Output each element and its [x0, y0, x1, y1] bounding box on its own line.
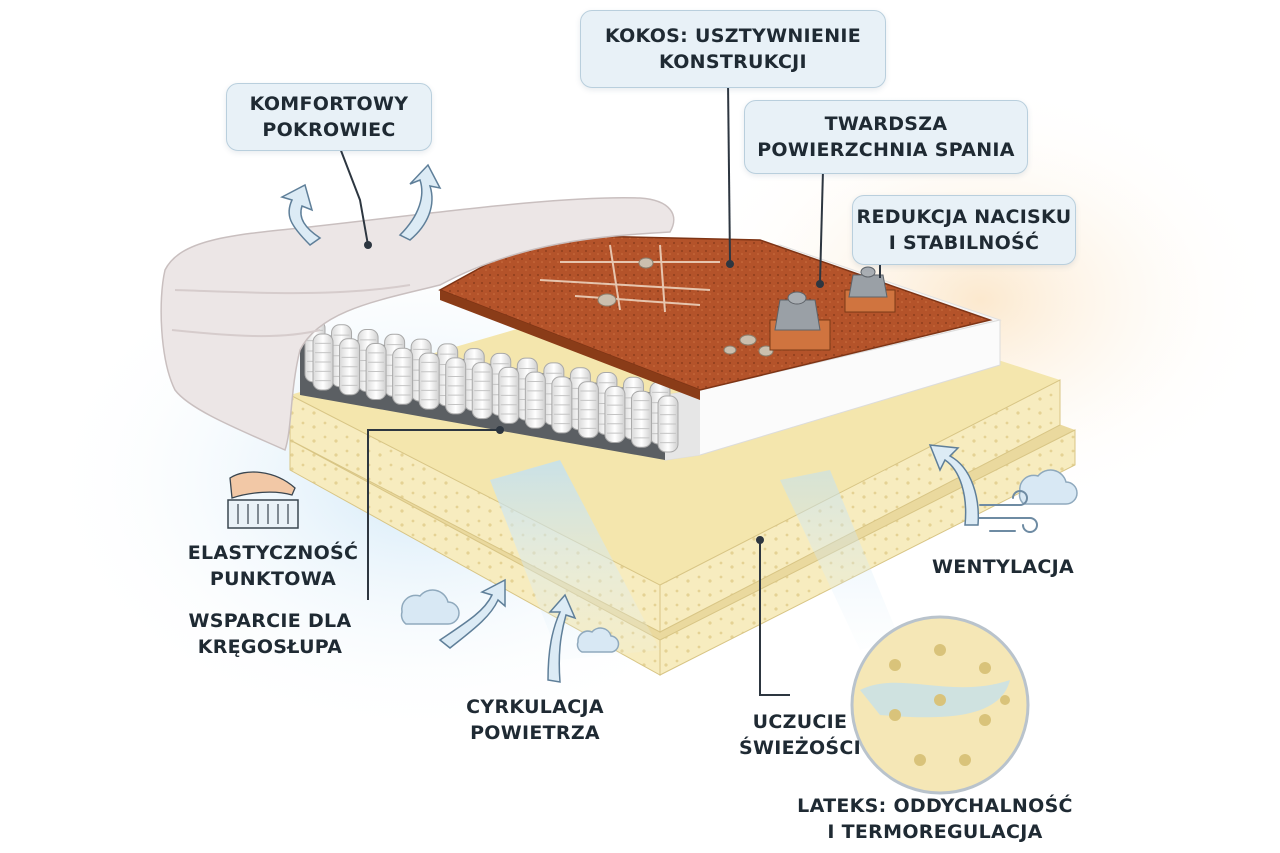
curved-arrow-icon [280, 163, 980, 683]
comfort-cover-label: KOMFORTOWY POKROWIEC [249, 93, 409, 141]
point-elasticity-label: ELASTYCZNOŚĆ PUNKTOWA [187, 542, 359, 590]
cloud-icon [400, 469, 1078, 653]
weight-icon [769, 291, 831, 351]
air-circulation-label: CYRKULACJA POWIETRZA [466, 696, 604, 744]
air-beam-2 [780, 470, 900, 650]
spine-support-label: WSPARCIE DLA KRĘGOSŁUPA [188, 610, 352, 658]
coconut-layer [438, 234, 993, 400]
coconut-callout: KOKOS: USZTYWNIENIE KONSTRUKCJI [580, 10, 886, 88]
ventilation-label: WENTYLACJA [931, 556, 1075, 578]
leader-dots [364, 241, 824, 544]
latex-label: LATEKS: ODDYCHALNOŚĆ I TERMOREGULACJA [797, 795, 1073, 843]
weight-icon-small [844, 266, 896, 313]
pocket-springs [300, 319, 679, 460]
pressure-relief-label: REDUKCJA NACISKU I STABILNOŚĆ [856, 206, 1072, 254]
air-beam [490, 460, 660, 660]
stones [597, 257, 774, 357]
firmer-surface-callout: TWARDSZA POWIERZCHNIA SPANIA [744, 100, 1028, 174]
wind-icon [974, 490, 1038, 533]
firmer-surface-label: TWARDSZA POWIERZCHNIA SPANIA [757, 113, 1015, 161]
pressure-relief-callout: REDUKCJA NACISKU I STABILNOŚĆ [852, 195, 1076, 265]
latex-closeup-icon [850, 615, 1030, 795]
hand-on-mattress-icon [227, 471, 299, 529]
comfort-cover [160, 196, 675, 452]
leader-lines [339, 81, 881, 696]
freshness-label: UCZUCIE ŚWIEŻOŚCI [738, 711, 862, 759]
comfort-cover-callout: KOMFORTOWY POKROWIEC [226, 83, 432, 151]
coconut-label: KOKOS: USZTYWNIENIE KONSTRUKCJI [604, 25, 862, 73]
